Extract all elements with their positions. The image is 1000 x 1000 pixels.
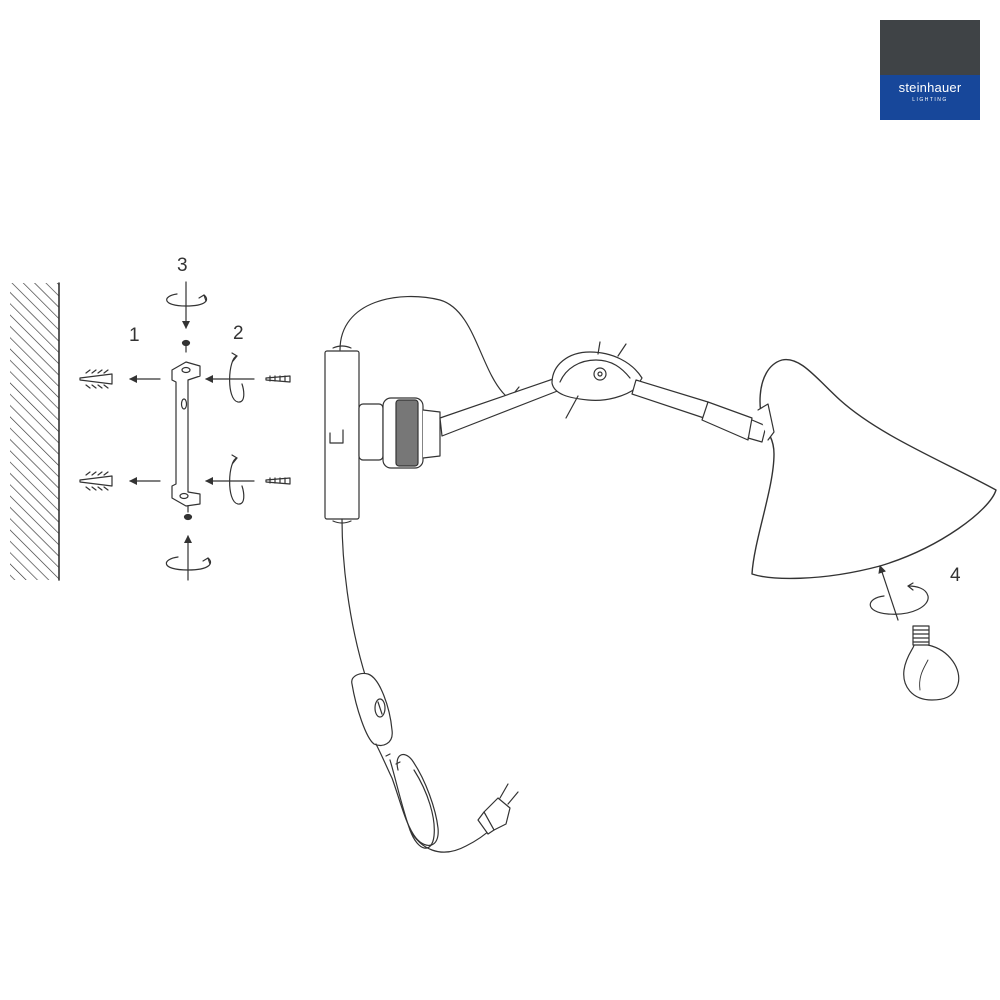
lamp-shade <box>751 358 997 580</box>
rotation-symbol-bottom <box>165 556 212 571</box>
hinge-joint <box>551 341 643 419</box>
step-number-4: 4 <box>950 565 961 586</box>
logo-blue-block <box>880 75 980 120</box>
step-number-2: 2 <box>233 323 244 344</box>
lamp-arm <box>439 377 561 437</box>
logo-brand-text: steinhauer <box>898 80 962 95</box>
long-screw-bottom <box>265 477 291 485</box>
step-number-1: 1 <box>129 325 140 346</box>
logo-subtitle-text: LIGHTING <box>912 97 948 103</box>
small-screw-bottom <box>183 505 193 521</box>
rotation-symbol-right-top <box>229 355 245 403</box>
wall-plug-bottom <box>79 471 113 491</box>
light-bulb <box>903 625 960 701</box>
wall-plug-top <box>79 369 113 389</box>
mounting-bracket <box>171 361 201 507</box>
long-screw-top <box>265 375 291 383</box>
inline-switch <box>351 672 393 747</box>
power-cable-top <box>339 295 506 396</box>
lamp-socket <box>358 397 441 469</box>
wall-plate <box>324 345 360 524</box>
wall <box>10 282 60 581</box>
coiled-cord <box>375 743 493 853</box>
lamp-arm-upper <box>631 379 767 443</box>
euro-plug <box>477 783 519 835</box>
small-screw-top <box>181 339 191 353</box>
rotation-symbol-bulb <box>869 585 929 615</box>
power-cord <box>341 518 367 679</box>
step-number-3: 3 <box>177 255 188 276</box>
arrow-bulb <box>878 565 899 621</box>
steinhauer-logo: steinhauer LIGHTING <box>880 20 980 120</box>
rotation-symbol-right-bottom <box>229 457 245 505</box>
rotation-symbol-top <box>166 293 208 307</box>
logo-dark-block <box>880 20 980 75</box>
